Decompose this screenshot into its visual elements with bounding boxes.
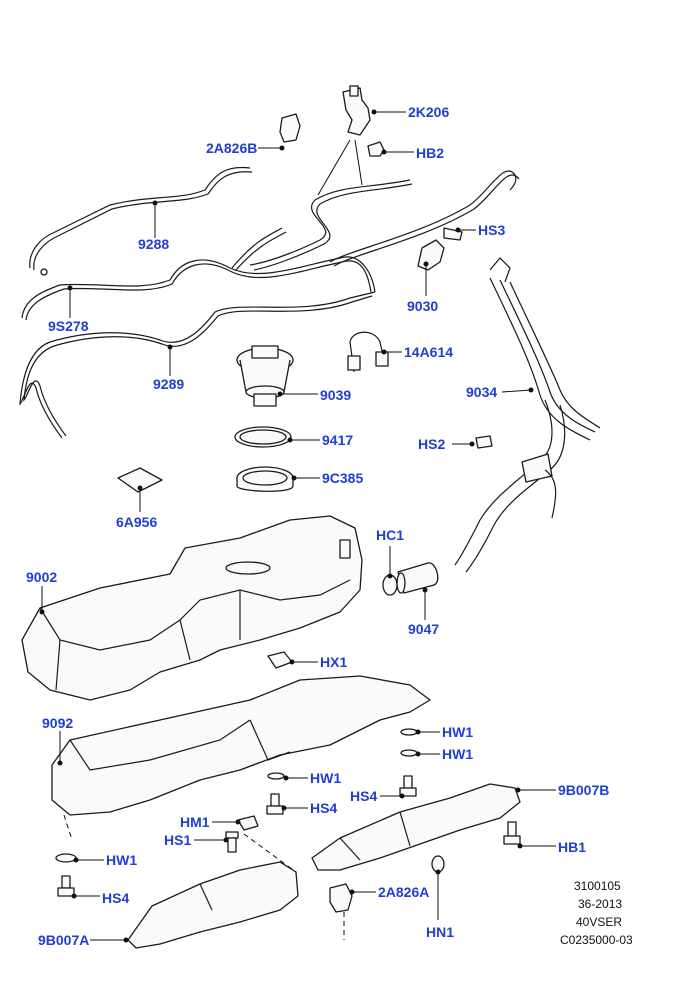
fuel-tank-9002 (21, 515, 363, 701)
bracket-2k206 (342, 85, 371, 136)
fuel-line-9289 (19, 291, 376, 439)
label-14a614: 14A614 (404, 344, 453, 360)
label-hx1: HX1 (320, 654, 347, 670)
clip-2a826b (279, 113, 301, 143)
lock-ring-9417 (234, 426, 292, 448)
part-labels: 2K206 HB2 2A826B HS3 9288 9030 9S278 14A… (26, 104, 609, 948)
hose-9047 (396, 562, 439, 594)
label-9s278: 9S278 (48, 318, 89, 334)
pad-6a956 (117, 467, 163, 493)
shield-9b007a (127, 833, 345, 949)
bolt-hs2 (475, 435, 493, 449)
bolt-hs4-c (57, 875, 75, 897)
label-hw1-a: HW1 (442, 724, 473, 740)
label-6a956: 6A956 (116, 514, 157, 530)
ref-line-2: 36-2013 (578, 897, 622, 911)
fuel-pump-9039 (236, 345, 294, 407)
label-2a826a: 2A826A (378, 884, 429, 900)
shield-9b007b (311, 783, 521, 871)
bolt-hs4-b (266, 793, 284, 815)
label-hw1-c: HW1 (310, 770, 341, 786)
ref-line-3: 40VSER (576, 915, 622, 929)
label-2a826b: 2A826B (206, 140, 257, 156)
nut-hm1 (237, 815, 259, 831)
label-hs2: HS2 (418, 436, 445, 452)
label-hw1-d: HW1 (106, 852, 137, 868)
nut-hx1 (267, 651, 293, 669)
label-hc1: HC1 (376, 527, 404, 543)
label-hs3: HS3 (478, 222, 505, 238)
bolt-hs1 (225, 831, 239, 853)
label-hw1-b: HW1 (442, 746, 473, 762)
ref-line-1: 3100105 (574, 879, 621, 893)
fuel-line-9s278 (21, 227, 376, 321)
label-9030: 9030 (407, 298, 438, 314)
label-hs4-c: HS4 (102, 890, 129, 906)
label-hb2: HB2 (416, 145, 444, 161)
valve-9030 (417, 239, 445, 271)
heat-shield-9092 (51, 675, 431, 841)
label-9289: 9289 (153, 376, 184, 392)
label-9288: 9288 (138, 236, 169, 252)
washer-hw1-c (267, 772, 285, 780)
washer-hw1-d (55, 853, 77, 863)
fuel-line-main-vent (249, 170, 520, 271)
label-9002: 9002 (26, 569, 57, 585)
label-9092: 9092 (42, 715, 73, 731)
filler-pipe-9034 (454, 257, 601, 573)
label-hb1: HB1 (558, 839, 586, 855)
label-9047: 9047 (408, 621, 439, 637)
label-9c385: 9C385 (322, 470, 363, 486)
fuel-line-9288 (29, 166, 253, 276)
bolt-hb1 (503, 821, 521, 845)
clip-2a826a (329, 883, 353, 913)
label-2k206: 2K206 (408, 104, 449, 120)
label-9b007a: 9B007A (38, 932, 89, 948)
bolt-hs4-a (399, 775, 417, 797)
label-9034: 9034 (466, 384, 497, 400)
connector-14a614 (347, 331, 389, 373)
washer-hw1-b (400, 749, 418, 757)
label-hn1: HN1 (426, 924, 454, 940)
label-9b007b: 9B007B (558, 782, 609, 798)
seal-9c385 (236, 466, 294, 492)
ref-line-4: C0235000-03 (560, 933, 633, 947)
label-9039: 9039 (320, 387, 351, 403)
washer-hw1-a (400, 728, 418, 736)
leaders (39, 109, 556, 943)
label-hs4-a: HS4 (350, 788, 377, 804)
reference-block: 3100105 36-2013 40VSER C0235000-03 (560, 879, 633, 947)
label-hm1: HM1 (180, 814, 210, 830)
label-hs1: HS1 (164, 832, 191, 848)
label-hs4-b: HS4 (310, 800, 337, 816)
bolt-hb2 (367, 141, 385, 157)
label-9417: 9417 (322, 432, 353, 448)
